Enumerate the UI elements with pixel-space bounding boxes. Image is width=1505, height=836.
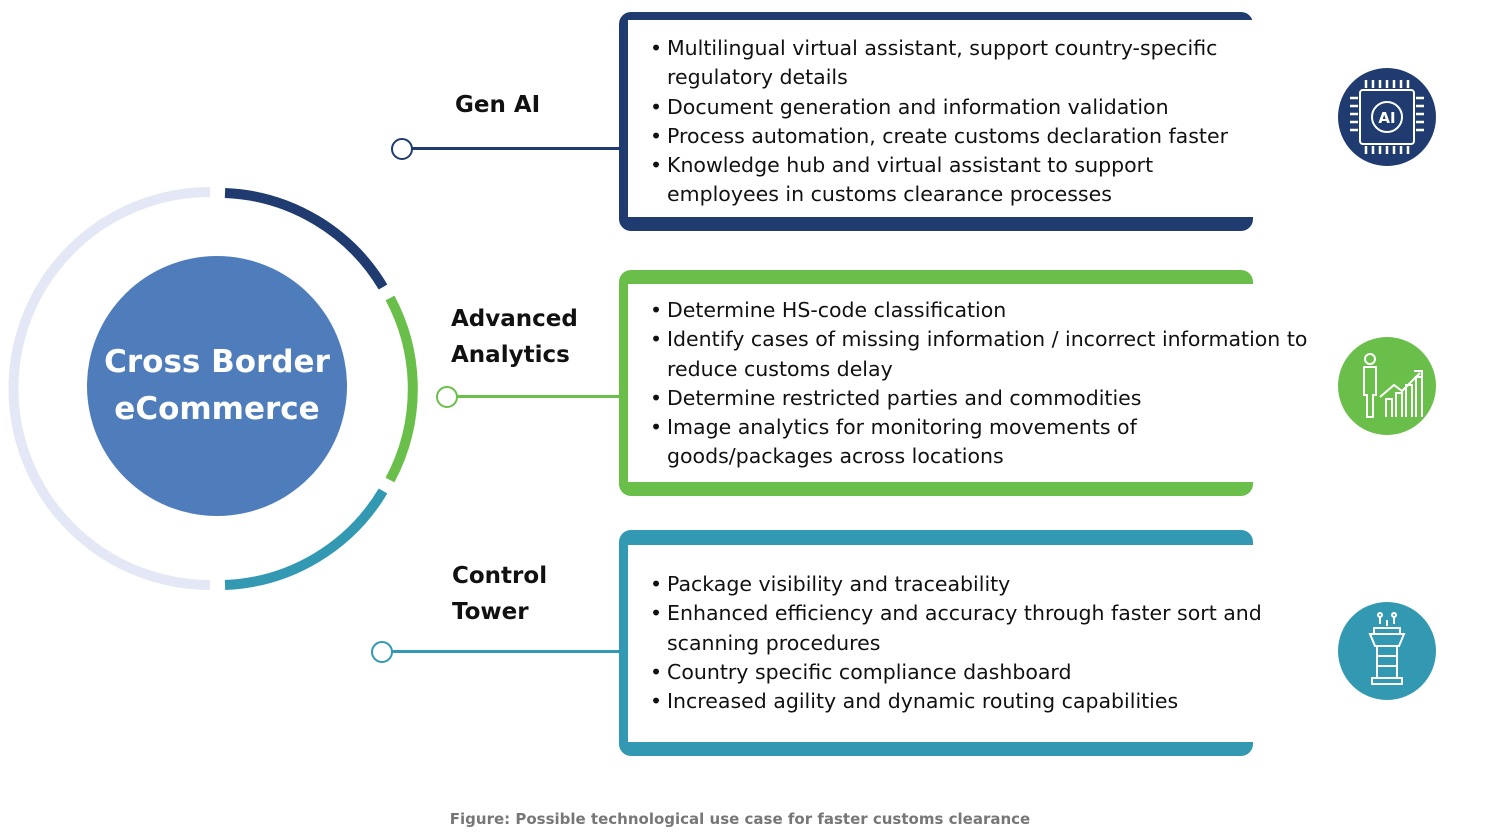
figure-caption: Figure: Possible technological use case … bbox=[449, 810, 1031, 828]
center-title-line1: Cross Border bbox=[104, 344, 330, 380]
ai-chip-icon: AI bbox=[1338, 68, 1436, 166]
connector-dot bbox=[391, 138, 413, 160]
connector-line bbox=[410, 147, 622, 150]
ring-arc-gen-ai bbox=[224, 188, 388, 290]
list-item: Document generation and information vali… bbox=[650, 93, 1250, 123]
list-item: Determine restricted parties and commodi… bbox=[650, 384, 1310, 414]
growth-chart-person-icon bbox=[1338, 337, 1436, 435]
ring-arc-control-tower bbox=[224, 488, 388, 590]
ring-background-arc bbox=[8, 187, 211, 590]
list-item: Country specific compliance dashboard bbox=[650, 658, 1290, 688]
connector-dot bbox=[436, 386, 458, 408]
list-item: Multilingual virtual assistant, support … bbox=[650, 34, 1250, 93]
list-item: Enhanced efficiency and accuracy through… bbox=[650, 599, 1290, 658]
list-item: Knowledge hub and virtual assistant to s… bbox=[650, 151, 1190, 210]
bullet-list-analytics: Determine HS-code classification Identif… bbox=[650, 296, 1310, 472]
ring-arc-analytics bbox=[385, 295, 418, 483]
connector-line bbox=[390, 650, 622, 653]
list-item: Process automation, create customs decla… bbox=[650, 122, 1250, 152]
bullet-list-gen-ai: Multilingual virtual assistant, support … bbox=[650, 34, 1250, 210]
connector-dot bbox=[371, 641, 393, 663]
connector-line bbox=[455, 395, 622, 398]
list-item: Identify cases of missing information / … bbox=[650, 325, 1310, 384]
list-item: Package visibility and traceability bbox=[650, 570, 1290, 600]
svg-text:AI: AI bbox=[1378, 109, 1395, 127]
center-title-line2: eCommerce bbox=[114, 391, 320, 427]
list-item: Image analytics for monitoring movements… bbox=[650, 413, 1170, 472]
section-title-gen-ai: Gen AI bbox=[455, 92, 541, 118]
bullet-list-control-tower: Package visibility and traceability Enha… bbox=[650, 570, 1290, 717]
list-item: Determine HS-code classification bbox=[650, 296, 1310, 326]
progress-ring bbox=[8, 187, 418, 590]
center-hub: Cross Border eCommerce bbox=[87, 256, 347, 516]
list-item: Increased agility and dynamic routing ca… bbox=[650, 687, 1290, 717]
control-tower-icon bbox=[1338, 602, 1436, 700]
